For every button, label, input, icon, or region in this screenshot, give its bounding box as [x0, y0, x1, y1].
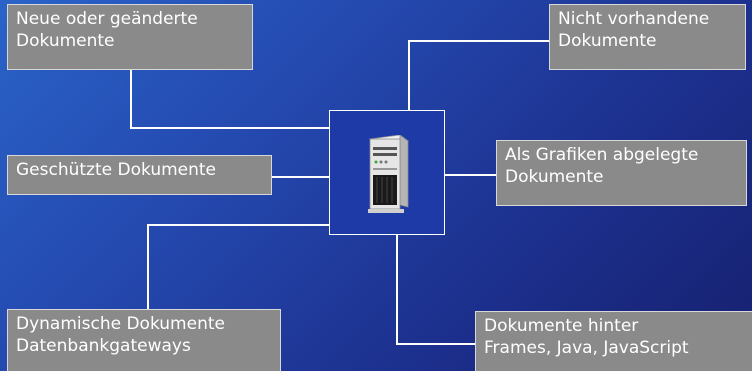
node-not-present-documents: Nicht vorhandene Dokumente [549, 4, 746, 70]
node-behind-frames-documents: Dokumente hinter Frames, Java, JavaScrip… [475, 311, 752, 371]
node-behind-frames-line2: Frames, Java, JavaScript [484, 338, 689, 358]
connector-protected-h [272, 176, 330, 178]
node-protected-line1: Geschützte Dokumente [16, 160, 217, 180]
connector-behind-frames-v [396, 234, 398, 344]
center-server-box [329, 110, 445, 235]
connector-graphics-h [444, 174, 496, 176]
connector-dynamic-h [147, 224, 330, 226]
node-protected-documents: Geschützte Dokumente [7, 155, 272, 195]
connector-not-present-h [408, 40, 550, 42]
node-new-changed-line2: Dokumente [16, 31, 115, 51]
node-graphics-documents: Als Grafiken abgelegte Dokumente [496, 140, 747, 206]
node-graphics-line2: Dokumente [505, 167, 604, 187]
connector-not-present-v [408, 40, 410, 111]
node-new-changed-documents: Neue oder geänderte Dokumente [7, 4, 253, 70]
server-tower-icon [368, 135, 410, 213]
node-not-present-line1: Nicht vorhandene [558, 9, 710, 29]
node-graphics-line1: Als Grafiken abgelegte [505, 145, 699, 165]
node-dynamic-line2: Datenbankgateways [16, 336, 191, 356]
connector-new-changed-v [130, 70, 132, 128]
connector-dynamic-v [147, 224, 149, 310]
node-behind-frames-line1: Dokumente hinter [484, 316, 639, 336]
connector-behind-frames-h [396, 343, 476, 345]
node-not-present-line2: Dokumente [558, 31, 657, 51]
node-new-changed-line1: Neue oder geänderte [16, 9, 198, 29]
node-dynamic-line1: Dynamische Dokumente [16, 314, 225, 334]
node-dynamic-documents: Dynamische Dokumente Datenbankgateways [7, 309, 281, 371]
connector-new-changed-h [130, 127, 330, 129]
